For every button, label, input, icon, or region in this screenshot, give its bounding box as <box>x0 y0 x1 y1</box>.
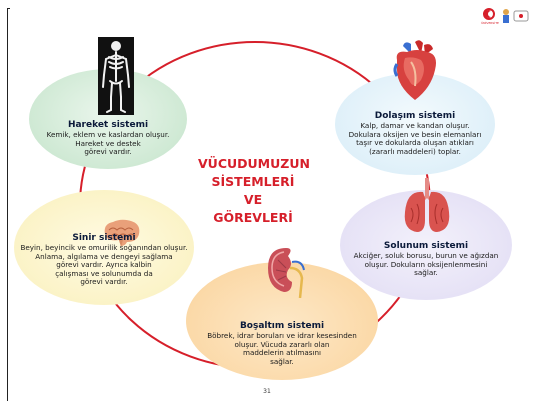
solunum-line-3: sağlar. <box>342 269 510 278</box>
dolasim-title: Dolaşım sistemi <box>345 111 485 121</box>
logo-text: ÜNİVERSİTE <box>480 21 500 25</box>
sinir-desc: Beyin, beyincik ve omurilik soğanından o… <box>14 244 194 287</box>
lungs-icon <box>401 178 453 234</box>
title-line-1: VÜCUDUMUZUN <box>198 155 308 173</box>
dolasim-desc: Kalp, damar ve kandan oluşur. Dokulara o… <box>337 122 493 156</box>
page-number: 31 <box>0 388 534 395</box>
dolasim-line-4: (zararlı maddeleri) toplar. <box>337 148 493 157</box>
hareket-title: Hareket sistemi <box>40 120 176 130</box>
title-line-2: SİSTEMLERİ <box>198 173 308 191</box>
hareket-desc: Kemik, eklem ve kaslardan oluşur. Hareke… <box>35 131 181 157</box>
solunum-title: Solunum sistemi <box>356 241 496 251</box>
title-line-3: VE <box>198 191 308 209</box>
bosaltim-title: Boşaltım sistemi <box>212 321 352 331</box>
skeleton-icon <box>98 37 134 115</box>
diagram-title: VÜCUDUMUZUN SİSTEMLERİ VE GÖREVLERİ <box>198 155 308 227</box>
bosaltim-desc: Böbrek, idrar boruları ve idrar kesesind… <box>192 332 372 366</box>
heart-icon <box>391 40 441 102</box>
sinir-title: Sinir sistemi <box>34 233 174 243</box>
title-line-4: GÖREVLERİ <box>198 209 308 227</box>
hareket-line-3: görevi vardır. <box>35 148 181 157</box>
solunum-desc: Akciğer, soluk borusu, burun ve ağızdan … <box>342 252 510 278</box>
sinir-line-5: görevi vardır. <box>14 278 194 287</box>
bosaltim-line-4: sağlar. <box>192 358 372 367</box>
kidney-icon <box>264 246 308 298</box>
